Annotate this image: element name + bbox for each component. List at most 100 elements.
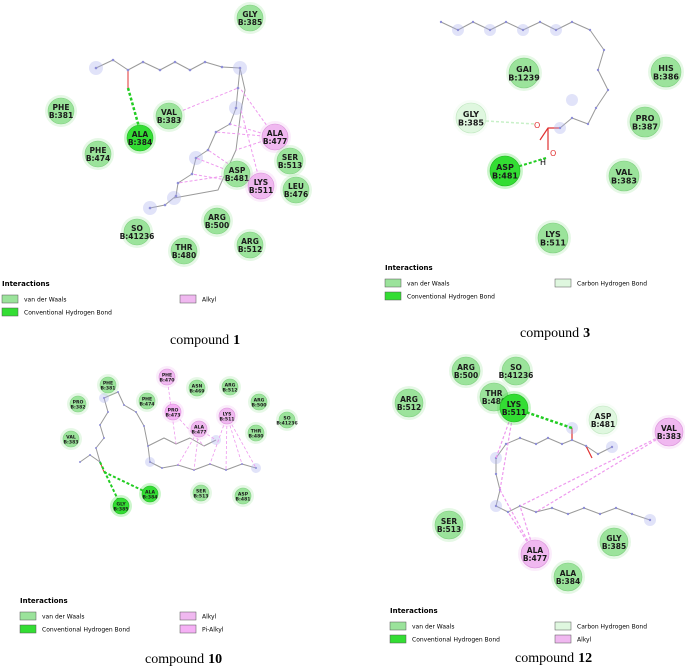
- atom: [570, 116, 574, 120]
- caption-prefix: compound: [170, 333, 229, 348]
- atom: [558, 126, 562, 130]
- residue-name: ALA: [132, 130, 149, 139]
- residue-disc: [155, 102, 183, 130]
- residue-disc: [261, 123, 289, 151]
- residue-disc: [455, 102, 487, 134]
- residue-name: ARG: [241, 237, 259, 246]
- residue-disc: [394, 388, 424, 418]
- legend-swatch: [554, 621, 572, 631]
- residue-so-b41236: SOB:41236: [120, 216, 155, 248]
- residue-disc: [138, 392, 156, 410]
- residue-id: B:41236: [120, 232, 155, 241]
- residue-name: ASP: [238, 491, 249, 497]
- residue-id: B:383: [657, 432, 681, 441]
- residue-id: B:385: [458, 119, 484, 128]
- residue-name: ASP: [595, 412, 612, 421]
- residue-name: VAL: [661, 424, 677, 433]
- legend-item-alkyl: Alkyl: [179, 294, 217, 304]
- residue-disc: [126, 124, 154, 152]
- ligand-branch: [173, 67, 246, 199]
- ligand-branch: [147, 437, 217, 447]
- atom: [147, 445, 149, 447]
- residue-name: GAI: [516, 65, 532, 74]
- residue-disc: [451, 356, 481, 386]
- residue-id: B:384: [143, 494, 158, 500]
- hbond-line: [126, 87, 141, 128]
- alkyl-line: [535, 431, 670, 513]
- residue-name: GLY: [242, 10, 258, 19]
- atom: [206, 148, 210, 152]
- residue-disc: [434, 510, 464, 540]
- legend-label: Carbon Hydrogen Bond: [577, 281, 647, 288]
- residue-so-b41236: SOB:41236: [276, 409, 298, 431]
- caption-prefix: compound: [145, 652, 204, 667]
- residue-id: B:480: [172, 251, 196, 260]
- residue-name: ASP: [496, 163, 514, 172]
- residue-id: B:473: [166, 412, 181, 418]
- residue-id: B:513: [437, 525, 461, 534]
- legend-swatch: [384, 291, 402, 301]
- legend-label: van der Waals: [24, 297, 67, 304]
- atom: [471, 20, 475, 24]
- atom: [570, 20, 574, 24]
- residue-so-b41236: SOB:41236: [499, 354, 533, 388]
- legend-label: Conventional Hydrogen Bond: [412, 637, 500, 644]
- atom: [123, 404, 125, 406]
- atom: [236, 86, 240, 90]
- atom: [439, 20, 443, 24]
- atom: [648, 518, 652, 522]
- residue-id: B:384: [556, 577, 580, 586]
- legend-swatch: [179, 611, 197, 621]
- legend-label: Conventional Hydrogen Bond: [407, 294, 495, 301]
- residue-id: B:500: [454, 371, 478, 380]
- residue-id: B:382: [71, 404, 86, 410]
- atom: [596, 452, 600, 456]
- residue-name: ALA: [267, 129, 284, 138]
- atom: [117, 391, 119, 393]
- residue-id: B:384: [128, 138, 152, 147]
- atom: [586, 122, 590, 126]
- residue-name: GLY: [606, 534, 622, 543]
- atom: [566, 512, 570, 516]
- atom: [504, 20, 508, 24]
- residue-name: ALA: [527, 546, 544, 555]
- caption-number: 3: [583, 326, 590, 341]
- residue-id: B:512: [223, 387, 238, 393]
- residue-disc: [588, 405, 618, 435]
- residue-id: B:480: [249, 433, 264, 439]
- legend-item-hbond: Conventional Hydrogen Bond: [19, 624, 130, 634]
- legend-title: Interactions: [390, 607, 438, 615]
- residue-name: PRO: [636, 114, 655, 123]
- atom: [606, 88, 610, 92]
- residue-id: B:383: [611, 177, 637, 186]
- residue-disc: [69, 395, 87, 413]
- residue-id: B:387: [632, 123, 658, 132]
- atom: [610, 445, 614, 449]
- residue-disc: [236, 4, 264, 32]
- legend-swatch: [554, 634, 572, 644]
- residue-name: GLY: [463, 110, 479, 119]
- residue-id: B:383: [64, 439, 79, 445]
- residue-disc: [247, 172, 275, 200]
- residue-id: B:474: [140, 401, 155, 407]
- residue-disc: [170, 237, 198, 265]
- compound-3-residues: GAIB:1239HISB:386GLYB:385PROB:387VALB:38…: [453, 54, 684, 256]
